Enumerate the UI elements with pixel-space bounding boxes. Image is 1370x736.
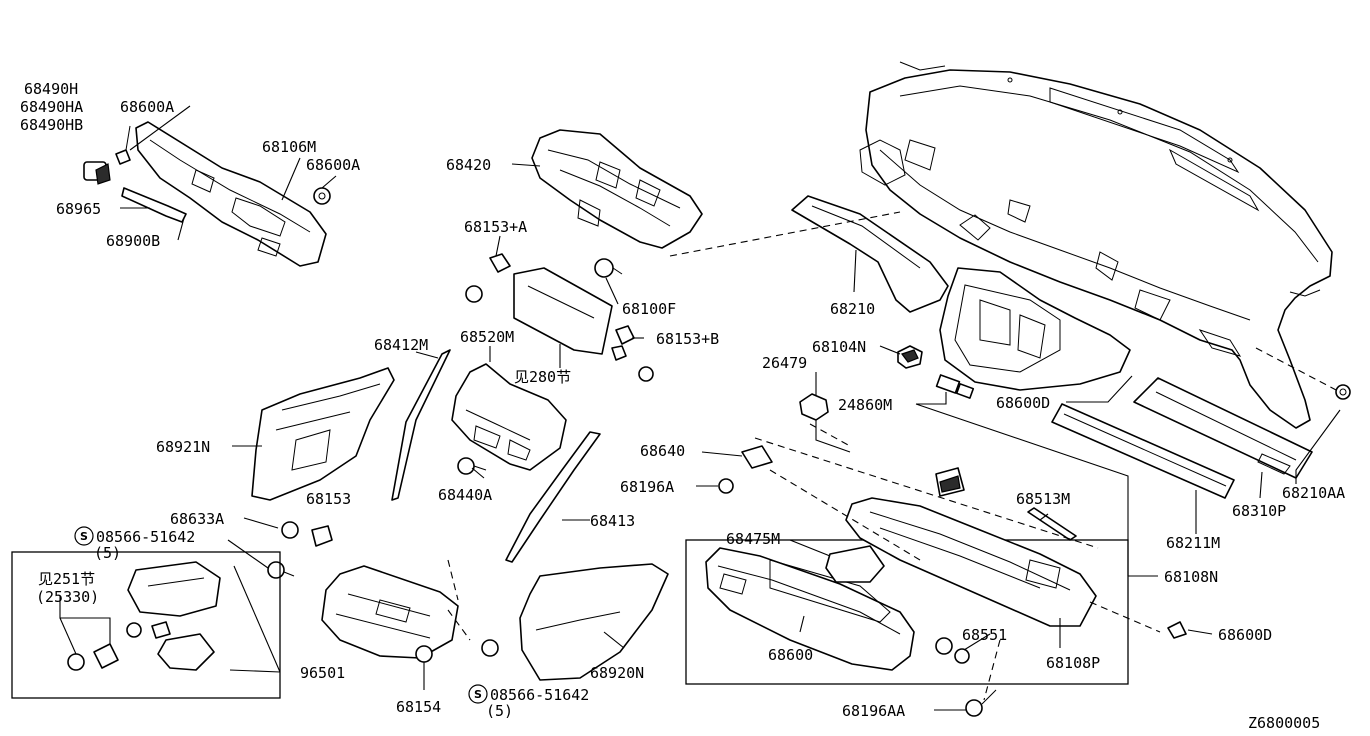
part-68520m-duct bbox=[451, 363, 567, 471]
part-68154-box bbox=[321, 565, 499, 663]
label-68153b: 68153+B bbox=[656, 330, 719, 348]
label-68640: 68640 bbox=[640, 442, 685, 460]
part-68921n-panel bbox=[251, 367, 395, 501]
part-68412m-strip bbox=[391, 349, 451, 501]
drawing-code: Z6800005 bbox=[1248, 714, 1320, 732]
label-ref-280: 见280节 bbox=[514, 368, 571, 386]
screw-symbol-bottom-text: S bbox=[474, 688, 482, 701]
screw-symbol-top: S bbox=[74, 526, 94, 546]
label-68900b: 68900B bbox=[106, 232, 160, 250]
part-68310p-panel bbox=[1133, 377, 1313, 479]
label-ref-251-code: (25330) bbox=[36, 588, 99, 606]
label-68440a: 68440A bbox=[438, 486, 492, 504]
part-68600-glove-box-lid bbox=[705, 547, 915, 671]
part-68210aa-clip bbox=[1335, 384, 1351, 400]
label-68600: 68600 bbox=[768, 646, 813, 664]
label-68412m: 68412M bbox=[374, 336, 428, 354]
part-68551-damper bbox=[935, 637, 970, 664]
part-68640-clip bbox=[741, 445, 773, 469]
label-24860m: 24860M bbox=[838, 396, 892, 414]
label-68600d-right: 68600D bbox=[1218, 626, 1272, 644]
part-68153b-clip bbox=[611, 325, 654, 382]
part-68420-duct bbox=[531, 129, 703, 249]
label-68104n: 68104N bbox=[812, 338, 866, 356]
part-68108n-housing bbox=[845, 497, 1097, 627]
part-24860m-connector bbox=[935, 374, 975, 399]
part-68104n-bracket bbox=[897, 345, 923, 369]
part-68211m-strip bbox=[1051, 403, 1235, 499]
part-68600a-left-clip bbox=[115, 125, 131, 165]
label-68210: 68210 bbox=[830, 300, 875, 318]
label-ref-251: 见251节 bbox=[38, 570, 95, 588]
label-68420: 68420 bbox=[446, 156, 491, 174]
label-68413: 68413 bbox=[590, 512, 635, 530]
part-68513m-rod bbox=[1027, 507, 1077, 541]
part-68490h-clip bbox=[83, 161, 111, 185]
center-stack-frame bbox=[939, 267, 1131, 391]
label-96501: 96501 bbox=[300, 664, 345, 682]
label-68211m: 68211M bbox=[1166, 534, 1220, 552]
label-68108p: 68108P bbox=[1046, 654, 1100, 672]
label-68106m: 68106M bbox=[262, 138, 316, 156]
label-68490hb: 68490HB bbox=[20, 116, 83, 134]
label-68920n: 68920N bbox=[590, 664, 644, 682]
label-qty-bottom: (5) bbox=[486, 702, 513, 720]
part-68965-bracket bbox=[121, 187, 187, 223]
part-68100f-clip bbox=[594, 258, 623, 278]
inset-box-96501 bbox=[11, 551, 281, 699]
label-68513m: 68513M bbox=[1016, 490, 1070, 508]
label-68153a: 68153+A bbox=[464, 218, 527, 236]
label-08566-top: 08566-51642 bbox=[96, 528, 195, 546]
label-68475m: 68475M bbox=[726, 530, 780, 548]
screw-symbol-top-text: S bbox=[80, 530, 88, 543]
part-68153a-bracket bbox=[465, 253, 613, 355]
label-68490ha: 68490HA bbox=[20, 98, 83, 116]
label-68965: 68965 bbox=[56, 200, 101, 218]
alignment-dashed-lines bbox=[447, 211, 1341, 701]
label-26479: 26479 bbox=[762, 354, 807, 372]
part-26479-lamp bbox=[799, 393, 829, 421]
part-labels: 68490H 68490HA 68490HB 68600A 68106M 686… bbox=[20, 80, 1345, 732]
part-68600d-right-clip bbox=[1167, 621, 1187, 639]
part-68475m-clip bbox=[825, 545, 885, 583]
label-68196a: 68196A bbox=[620, 478, 674, 496]
label-68310p: 68310P bbox=[1232, 502, 1286, 520]
label-68108n: 68108N bbox=[1164, 568, 1218, 586]
label-08566-bottom: 08566-51642 bbox=[490, 686, 589, 704]
label-68490h: 68490H bbox=[24, 80, 78, 98]
label-68600d-upper: 68600D bbox=[996, 394, 1050, 412]
leader-lines bbox=[59, 105, 1341, 711]
instrument-panel-assembly bbox=[859, 61, 1333, 429]
part-68196a-clip bbox=[718, 478, 734, 494]
label-68921n: 68921N bbox=[156, 438, 210, 456]
label-68153: 68153 bbox=[306, 490, 351, 508]
label-68196aa: 68196AA bbox=[842, 702, 905, 720]
part-68413-strip bbox=[505, 431, 601, 563]
part-68633a-clip bbox=[281, 521, 333, 547]
label-qty-top: (5) bbox=[94, 544, 121, 562]
screw-08566-top bbox=[267, 561, 295, 579]
part-68920n-panel bbox=[519, 563, 669, 681]
part-68196aa-clip bbox=[965, 689, 997, 717]
label-68600a-left: 68600A bbox=[120, 98, 174, 116]
label-68210aa: 68210AA bbox=[1282, 484, 1345, 502]
label-68633a: 68633A bbox=[170, 510, 224, 528]
part-68210-cover bbox=[791, 195, 949, 313]
label-68551: 68551 bbox=[962, 626, 1007, 644]
screw-symbol-bottom: S bbox=[468, 684, 488, 704]
part-68440a-clip bbox=[457, 457, 487, 475]
part-latch bbox=[935, 467, 965, 497]
label-68100f: 68100F bbox=[622, 300, 676, 318]
part-68600a-right-clip bbox=[313, 187, 331, 205]
part-68106m-bracket bbox=[135, 121, 327, 267]
label-68154: 68154 bbox=[396, 698, 441, 716]
part-96501-assembly bbox=[67, 561, 221, 671]
label-68520m: 68520M bbox=[460, 328, 514, 346]
label-68600a-right: 68600A bbox=[306, 156, 360, 174]
